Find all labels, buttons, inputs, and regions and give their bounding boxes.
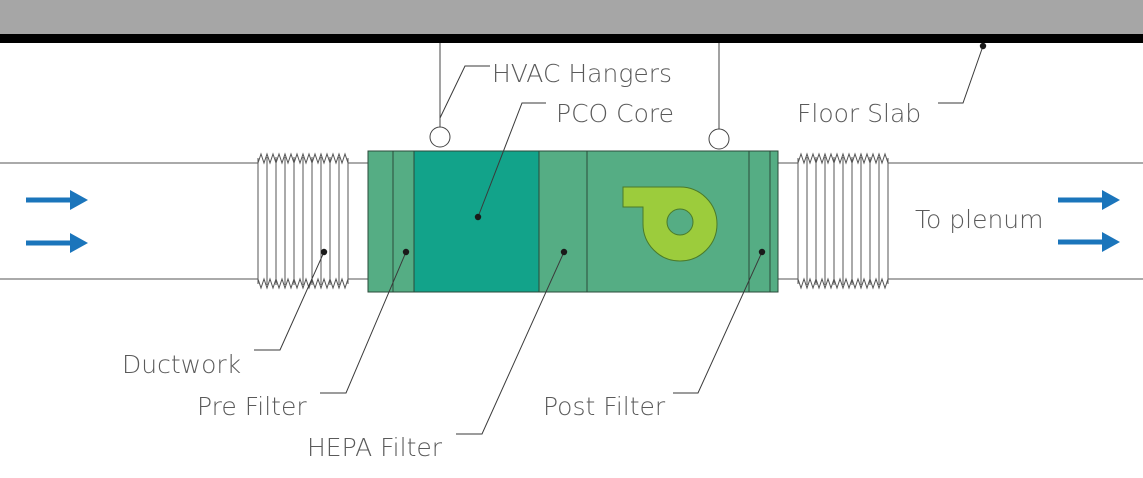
leader-ductwork (254, 251, 325, 351)
dot-ductwork (320, 248, 328, 256)
pco-core-panel (413, 150, 540, 293)
slab-body (0, 0, 1143, 34)
dot-post-filter (758, 248, 766, 256)
label-ductwork: Ductwork (122, 350, 241, 379)
dot-floor-slab (979, 42, 987, 50)
pre-filter-panel (392, 150, 415, 293)
leader-post-filter (673, 251, 763, 394)
post-filter-panel (748, 150, 771, 293)
hvac-hangers (429, 43, 730, 150)
label-floor-slab: Floor Slab (797, 99, 921, 128)
dot-pre-filter (402, 248, 410, 256)
dot-pco-core (474, 213, 482, 221)
label-hvac-hangers: HVAC Hangers (492, 59, 672, 88)
labels: HVAC Hangers PCO Core Floor Slab To plen… (122, 59, 1044, 462)
callout-dots (320, 42, 987, 256)
leader-pco-core (477, 102, 546, 218)
dot-hepa-filter (560, 248, 568, 256)
flex-duct-zigzag (257, 152, 349, 290)
hepa-filter-panel (538, 150, 588, 293)
leader-lines (254, 45, 984, 435)
label-post-filter: Post Filter (543, 392, 666, 421)
leader-hvac-hangers (439, 65, 490, 119)
hanger-ring-right (708, 128, 730, 150)
blower-fan-icon (622, 186, 718, 262)
right-arrow-icon (70, 233, 88, 253)
label-pco-core: PCO Core (556, 99, 674, 128)
hanger-ring-left (429, 126, 451, 148)
right-arrow-icon (1102, 232, 1120, 252)
flex-duct-zigzag (797, 152, 889, 290)
duct-lines (0, 162, 1143, 280)
flex-duct-left (257, 152, 349, 290)
leader-floor-slab (938, 45, 984, 104)
floor-slab (0, 0, 1143, 43)
airflow-arrows (26, 190, 1120, 253)
right-arrow-icon (70, 190, 88, 210)
leader-pre-filter (320, 251, 407, 394)
label-pre-filter: Pre Filter (197, 392, 307, 421)
label-hepa-filter: HEPA Filter (307, 433, 443, 462)
fan-hub (666, 208, 694, 236)
leader-hepa-filter (456, 251, 565, 435)
label-to-plenum: To plenum (915, 205, 1044, 234)
right-arrow-icon (1102, 190, 1120, 210)
flex-duct-right (797, 152, 889, 290)
slab-edge (0, 34, 1143, 43)
